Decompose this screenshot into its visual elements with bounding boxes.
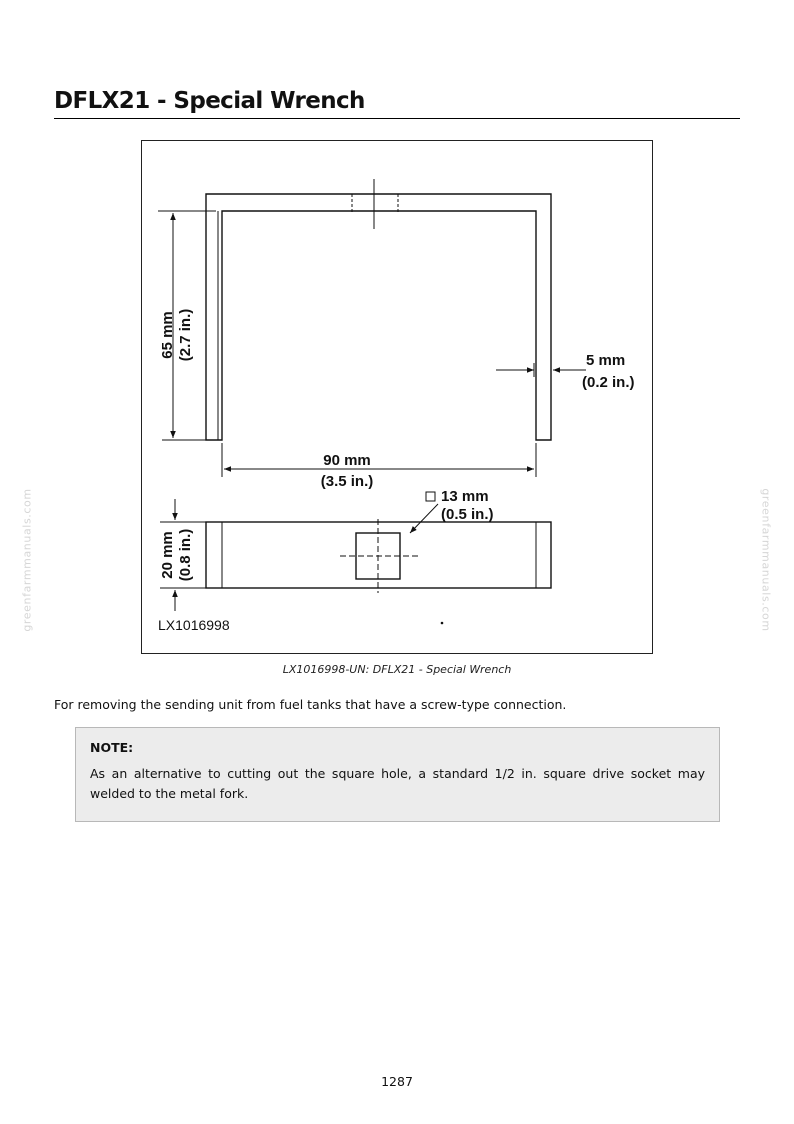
watermark-right: greenfarmmanuals.com <box>759 488 773 632</box>
fork-center-mark <box>351 179 399 229</box>
watermark-left: greenfarmmanuals.com <box>20 488 34 632</box>
figure-drawing: 65 mm (2.7 in.) 5 mm (0.2 in.) 90 mm (3.… <box>141 140 653 654</box>
wrench-technical-drawing: 65 mm (2.7 in.) 5 mm (0.2 in.) 90 mm (3.… <box>158 179 635 633</box>
note-text: As an alternative to cutting out the squ… <box>90 766 705 801</box>
hole-center-lines <box>340 519 418 593</box>
width-in-label: (3.5 in.) <box>321 473 374 490</box>
bar-height-dimension <box>160 499 206 611</box>
page-number: 1287 <box>381 1074 413 1089</box>
drawing-id-label: LX1016998 <box>158 617 230 633</box>
fork-outline <box>205 193 552 441</box>
figure-caption: LX1016998-UN: DFLX21 - Special Wrench <box>282 663 512 676</box>
note-title: NOTE: <box>90 740 134 755</box>
bar-mm-label: 20 mm <box>159 531 176 579</box>
height-mm-label: 65 mm <box>159 311 176 359</box>
bar-in-label: (0.8 in.) <box>177 529 194 582</box>
thickness-mm-label: 5 mm <box>586 352 625 369</box>
square-leader-line <box>409 503 439 534</box>
description-text: For removing the sending unit from fuel … <box>54 697 567 712</box>
width-dimension <box>221 443 537 477</box>
thickness-dimension <box>496 363 586 377</box>
height-dimension <box>158 210 216 441</box>
thickness-in-label: (0.2 in.) <box>582 374 635 391</box>
width-mm-label: 90 mm <box>323 452 371 469</box>
square-symbol-icon <box>425 491 436 502</box>
square-in-label: (0.5 in.) <box>441 506 494 523</box>
page-title: DFLX21 - Special Wrench <box>54 88 740 119</box>
note-box: NOTE: As an alternative to cutting out t… <box>75 727 720 822</box>
square-mm-label: 13 mm <box>441 488 489 505</box>
height-in-label: (2.7 in.) <box>177 309 194 362</box>
